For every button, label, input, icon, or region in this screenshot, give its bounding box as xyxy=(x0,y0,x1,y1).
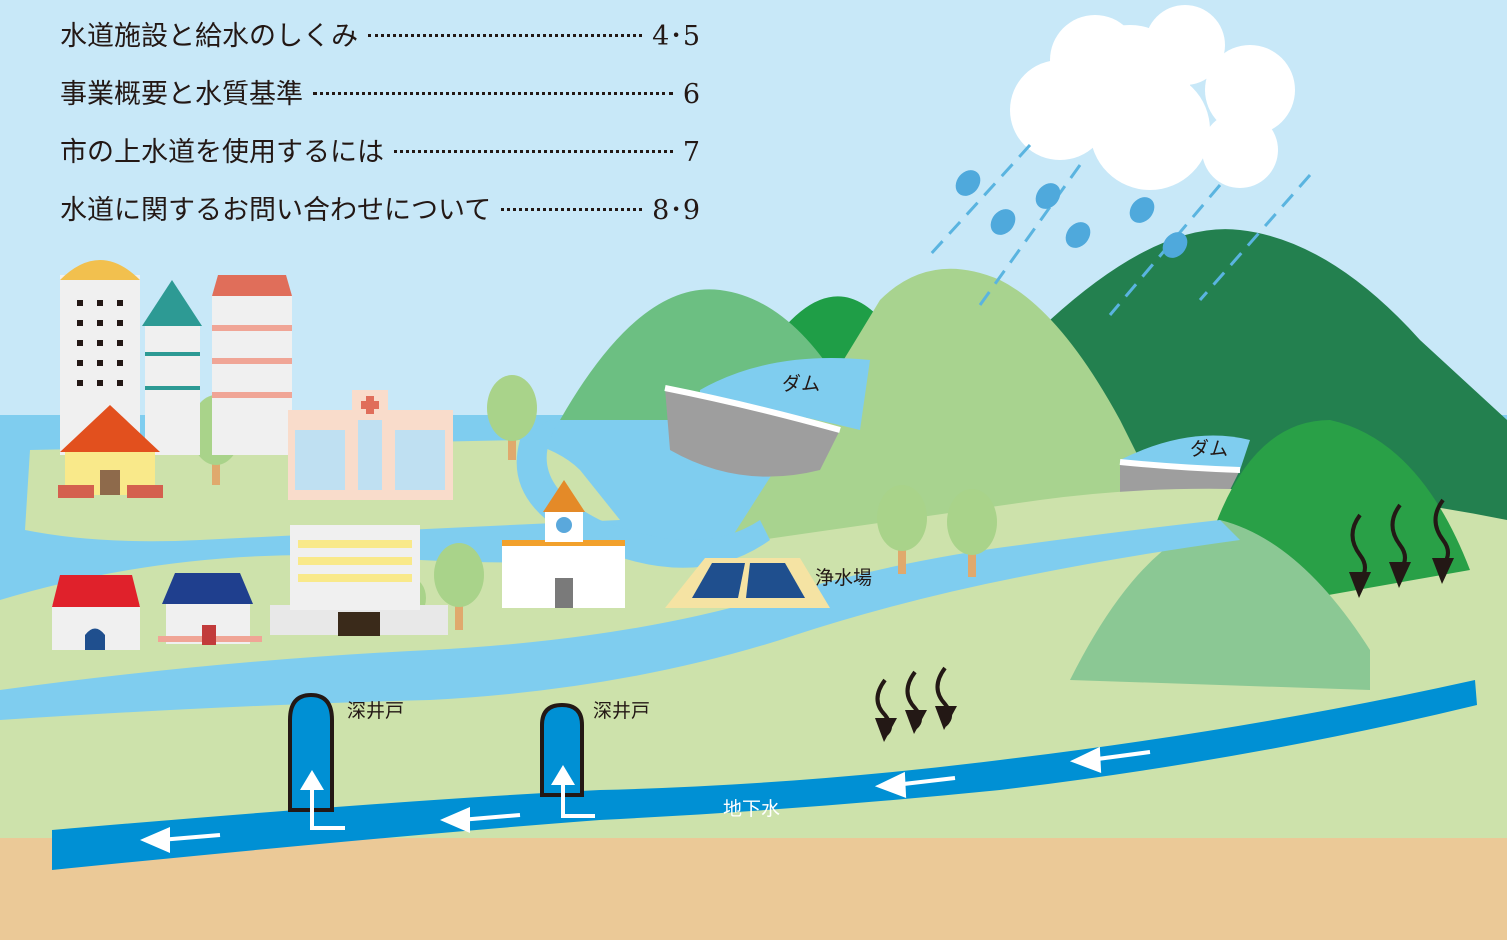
toc-item-page: 7 xyxy=(682,137,700,168)
infiltration-arrowheads-2 xyxy=(1349,558,1454,598)
toc-leader-dots xyxy=(394,150,673,153)
toc-item-title: 水道施設と給水のしくみ xyxy=(60,21,359,52)
dam-label-1: ダム xyxy=(782,373,820,395)
tree xyxy=(487,375,537,460)
dam-lake-1 xyxy=(700,358,870,430)
tree xyxy=(877,485,927,574)
cloud xyxy=(1010,5,1295,190)
toc-leader-dots xyxy=(501,208,643,211)
dam-label-2: ダム xyxy=(1190,438,1228,460)
raindrops xyxy=(955,170,1188,258)
infiltration-arrowheads-1 xyxy=(875,706,957,742)
groundwater-arrows xyxy=(139,746,1151,854)
groundwater-channel xyxy=(52,680,1477,870)
toc-item-page: 8･9 xyxy=(652,195,700,226)
toc-item[interactable]: 水道施設と給水のしくみ 4･5 xyxy=(60,14,700,72)
groundwater-label: 地下水 xyxy=(723,798,780,820)
purification-plant xyxy=(665,558,830,608)
toc-item-title: 事業概要と水質基準 xyxy=(60,79,303,110)
toc-item-page: 6 xyxy=(682,79,700,110)
toc-leader-dots xyxy=(368,34,643,37)
hospital-building xyxy=(288,390,453,500)
yellow-house xyxy=(58,405,163,498)
mountain-front-small xyxy=(1070,520,1370,690)
dam-1 xyxy=(665,388,840,477)
dam-2-top xyxy=(1119,459,1241,473)
deep-well-label-2: 深井戸 xyxy=(593,700,650,722)
deep-well-1 xyxy=(288,692,345,830)
city-hall-building xyxy=(270,525,448,636)
toc-item[interactable]: 市の上水道を使用するには 7 xyxy=(60,130,700,188)
toc-item[interactable]: 水道に関するお問い合わせについて 8･9 xyxy=(60,188,700,246)
tree xyxy=(947,489,997,577)
tree xyxy=(434,543,484,630)
mountain-center xyxy=(730,268,1180,540)
river xyxy=(0,520,1240,720)
purification-plant-label: 浄水場 xyxy=(815,567,872,589)
toc-leader-dots xyxy=(313,92,673,95)
apartment-building xyxy=(212,275,292,455)
table-of-contents: 水道施設と給水のしくみ 4･5 事業概要と水質基準 6 市の上水道を使用するには… xyxy=(60,14,700,246)
toc-item[interactable]: 事業概要と水質基準 6 xyxy=(60,72,700,130)
blue-roof-house xyxy=(158,573,262,645)
deep-well-label-1: 深井戸 xyxy=(347,700,404,722)
dam-1-top xyxy=(664,385,841,433)
deep-well-2 xyxy=(540,702,595,818)
toc-item-page: 4･5 xyxy=(652,21,700,52)
toc-item-title: 水道に関するお問い合わせについて xyxy=(60,195,492,226)
soil xyxy=(0,838,1507,940)
red-roof-house xyxy=(52,575,140,650)
clock-tower-building xyxy=(502,480,625,608)
dam-lake-2 xyxy=(1120,435,1250,470)
teal-roof-building xyxy=(142,280,202,455)
toc-item-title: 市の上水道を使用するには xyxy=(60,137,384,168)
